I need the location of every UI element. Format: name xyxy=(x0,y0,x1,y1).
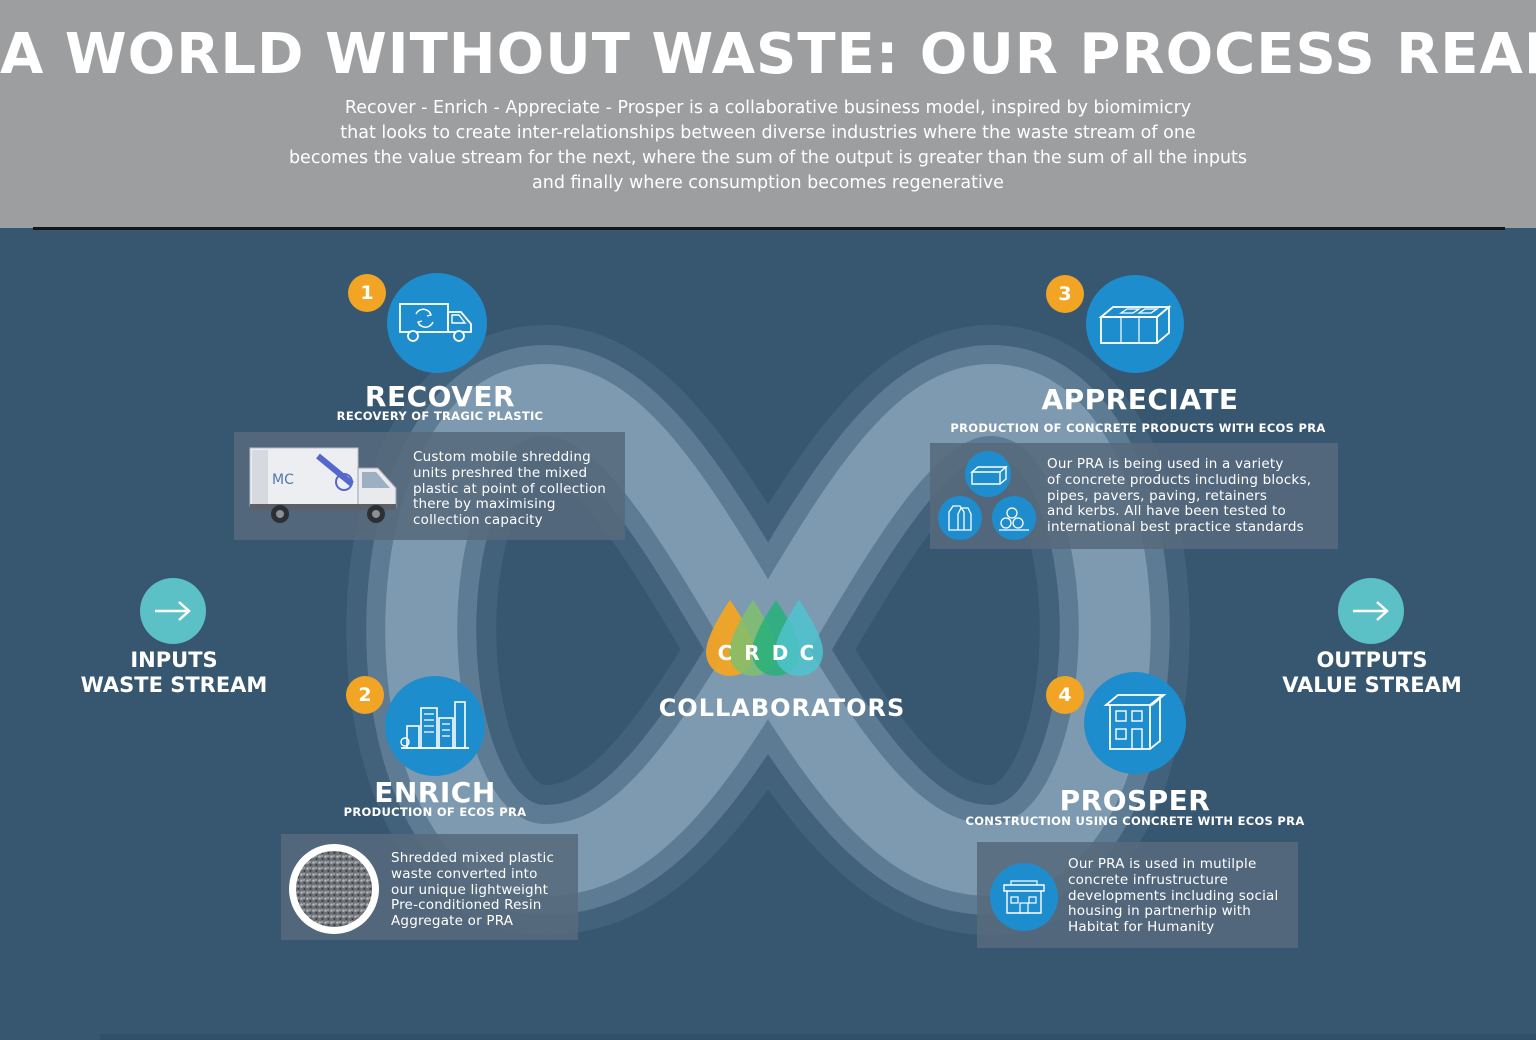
recover-line: plastic at point of collection xyxy=(413,480,607,497)
enrich-subtitle: PRODUCTION OF ECOS PRA xyxy=(343,805,527,819)
prosper-circle xyxy=(1084,672,1186,774)
prosper-line: Our PRA is used in mutilple xyxy=(1068,856,1257,872)
crdc-letter: C xyxy=(717,641,733,665)
enrich-line: our unique lightweight xyxy=(391,881,549,898)
bags-icon xyxy=(948,505,972,531)
step-badge-3: 3 xyxy=(1046,275,1084,313)
intro-line: that looks to create inter-relationships… xyxy=(340,123,1196,143)
appreciate-line: Our PRA is being used in a variety xyxy=(1047,456,1284,472)
concrete-block-icon xyxy=(1098,305,1172,344)
recover-subtitle: RECOVERY OF TRAGIC PLASTIC xyxy=(336,409,544,423)
intro-line: Recover - Enrich - Appreciate - Prosper … xyxy=(344,98,1192,118)
drop-c2 xyxy=(775,600,823,676)
recycling-truck-icon xyxy=(399,303,472,342)
appreciate-subtitle: PRODUCTION OF CONCRETE PRODUCTS WITH ECO… xyxy=(950,421,1326,435)
intro-paragraph: Recover - Enrich - Appreciate - Prosper … xyxy=(168,96,1368,196)
inputs-arrow-button xyxy=(140,578,206,644)
prosper-line: Habitat for Humanity xyxy=(1068,919,1215,936)
inputs-line2: WASTE STREAM xyxy=(80,673,268,697)
svg-text:MC: MC xyxy=(272,472,294,488)
recover-circle xyxy=(387,273,487,373)
block-icon xyxy=(970,465,1008,485)
enrich-line: Pre-conditioned Resin xyxy=(391,897,542,914)
prosper-line: developments including social xyxy=(1068,887,1279,904)
enrich-title: ENRICH xyxy=(374,776,496,809)
concrete-products-icons xyxy=(938,451,1036,540)
outputs-line1: OUTPUTS xyxy=(1316,648,1428,672)
recover-description: Custom mobile shredding units preshred t… xyxy=(413,449,607,529)
resin-aggregate-image xyxy=(289,844,379,934)
enrich-description: Shredded mixed plastic waste converted i… xyxy=(391,850,555,930)
arrow-right-icon xyxy=(1353,601,1389,621)
intro-line: becomes the value stream for the next, w… xyxy=(288,148,1248,168)
appreciate-line: of concrete products including blocks, xyxy=(1047,471,1312,488)
housing-icon-circle xyxy=(990,863,1058,931)
inputs-line1: INPUTS xyxy=(130,648,218,672)
arrow-right-icon xyxy=(155,601,191,621)
enrich-line: Aggregate or PRA xyxy=(391,913,514,930)
crdc-letter: R xyxy=(744,641,760,665)
step-badge-1: 1 xyxy=(348,274,386,312)
recover-line: Custom mobile shredding xyxy=(413,449,591,465)
enrich-line: Shredded mixed plastic xyxy=(391,850,555,866)
housing-icon xyxy=(1003,880,1045,914)
pipe-icon xyxy=(1000,517,1012,529)
outputs-line2: VALUE STREAM xyxy=(1282,673,1462,697)
appreciate-line: international best practice standards xyxy=(1047,519,1304,536)
crdc-letter: D xyxy=(771,641,789,665)
factory-icon xyxy=(400,701,469,749)
prosper-description: Our PRA is used in mutilple concrete inf… xyxy=(1068,856,1279,936)
appreciate-line: and kerbs. All have been tested to xyxy=(1047,503,1286,520)
collaborators-label: COLLABORATORS xyxy=(658,694,906,722)
appreciate-circle xyxy=(1086,275,1184,373)
recover-line: collection capacity xyxy=(413,512,543,529)
outputs-label: OUTPUTS VALUE STREAM xyxy=(1272,648,1472,698)
bottom-band xyxy=(100,1034,1536,1040)
recover-line: units preshred the mixed xyxy=(413,464,588,481)
crdc-logo-icon xyxy=(706,600,823,676)
shredding-truck-image: MC xyxy=(249,447,397,523)
step-badge-2: 2 xyxy=(346,676,384,714)
recover-line: there by maximising xyxy=(413,496,556,513)
prosper-line: concrete infrustructure xyxy=(1068,871,1229,888)
page-title: A WORLD WITHOUT WASTE: OUR PROCESS REAP xyxy=(0,22,1536,87)
step-badge-4: 4 xyxy=(1046,676,1084,714)
prosper-title: PROSPER xyxy=(1059,784,1211,817)
outputs-arrow-button xyxy=(1338,578,1404,644)
inputs-label: INPUTS WASTE STREAM xyxy=(74,648,274,698)
header-band xyxy=(0,0,1536,228)
enrich-line: waste converted into xyxy=(391,865,538,882)
intro-line: and finally where consumption becomes re… xyxy=(532,173,1004,193)
enrich-circle xyxy=(385,676,485,776)
recover-title: RECOVER xyxy=(364,380,516,413)
appreciate-line: pipes, pavers, paving, retainers xyxy=(1047,487,1268,504)
appreciate-title: APPRECIATE xyxy=(1041,383,1239,416)
prosper-line: housing in partnerhip with xyxy=(1068,903,1252,920)
header-divider xyxy=(33,227,1505,230)
prosper-subtitle: CONSTRUCTION USING CONCRETE WITH ECOS PR… xyxy=(965,814,1305,828)
appreciate-description: Our PRA is being used in a variety of co… xyxy=(1047,456,1312,536)
crdc-letter: C xyxy=(799,641,815,665)
building-icon xyxy=(1103,694,1167,750)
